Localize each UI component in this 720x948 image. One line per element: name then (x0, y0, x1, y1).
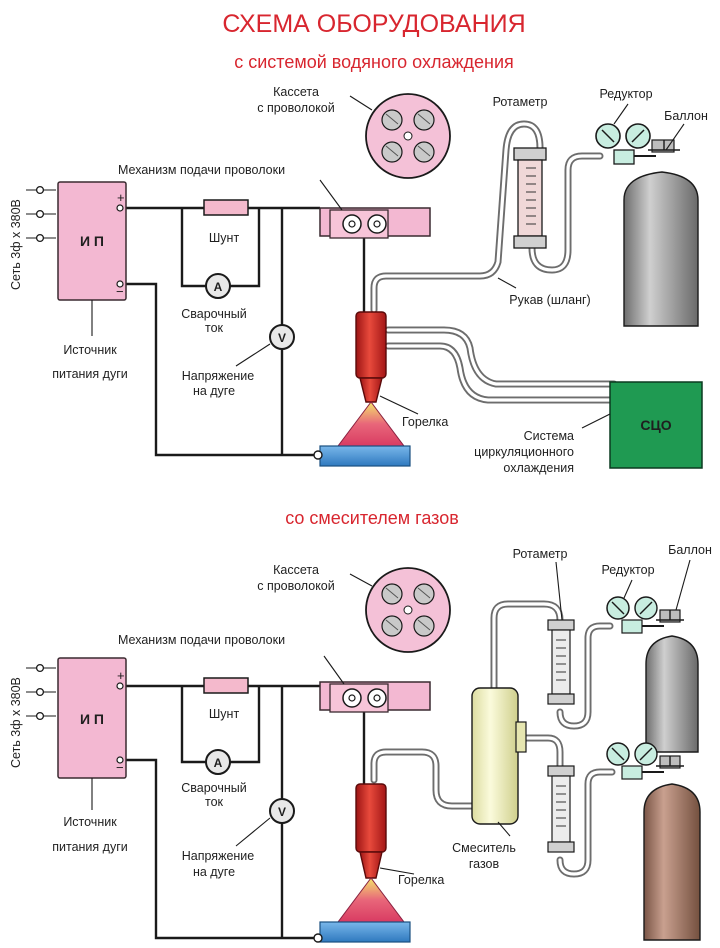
bottom-reducer-2 (606, 742, 664, 780)
top-cooling-unit-label: СЦО (640, 417, 671, 433)
bottom-mains-terminals (35, 663, 45, 721)
top-cooling-caption-2: циркуляционного (474, 445, 574, 459)
top-voltmeter (269, 324, 295, 350)
bottom-reducer-1 (606, 596, 664, 634)
top-cooling-hose (384, 326, 618, 404)
bottom-current-label-2: ток (205, 795, 224, 809)
bottom-mains-label: Сеть 3ф х 380В (9, 677, 23, 768)
top-ammeter-symbol: A (214, 280, 223, 294)
top-power-caption-2: питания дуги (52, 367, 128, 381)
bottom-cassette-label-2: с проволокой (257, 579, 335, 593)
top-torch-label: Горелка (402, 415, 448, 429)
top-cooling-caption-3: охлаждения (503, 461, 574, 475)
bottom-arc (337, 877, 405, 923)
bottom-diagram: Сеть 3ф х 380В И П + − Источник питания … (9, 543, 712, 943)
top-rotameter (513, 147, 547, 249)
top-feeder-label: Механизм подачи проволоки (118, 163, 285, 177)
top-welding-torch (355, 311, 387, 403)
top-power-caption-1: Источник (63, 343, 117, 357)
top-voltage-label-1: Напряжение (182, 369, 255, 383)
bottom-ammeter (205, 749, 231, 775)
top-power-supply-label: И П (80, 233, 104, 249)
top-minus-terminal: − (116, 284, 124, 299)
top-cylinder-label: Баллон (664, 109, 708, 123)
top-voltage-label-2: на дуге (193, 384, 235, 398)
top-cylinder (623, 139, 699, 327)
diagram-subtitle: с системой водяного охлаждения (234, 52, 514, 72)
bottom-cylinder-label: Баллон (668, 543, 712, 557)
top-mains-terminals (35, 185, 45, 243)
diagram-title: СХЕМА ОБОРУДОВАНИЯ (222, 10, 525, 38)
bottom-power-supply-label: И П (80, 711, 104, 727)
top-diagram: Сеть 3ф х 380В И П + − Источник питания … (9, 85, 708, 475)
top-current-label-2: ток (205, 321, 224, 335)
bottom-rotameter-2 (547, 765, 575, 853)
bottom-voltmeter-symbol: V (278, 805, 286, 819)
bottom-rotameter-label: Ротаметр (513, 547, 568, 561)
top-shunt (203, 199, 249, 216)
top-voltmeter-symbol: V (278, 331, 286, 345)
bottom-mixer-label-1: Смеситель (452, 841, 516, 855)
bottom-ammeter-symbol: A (214, 756, 223, 770)
section2-title: со смесителем газов (285, 508, 459, 528)
top-cassette-label-1: Кассета (273, 85, 319, 99)
bottom-cassette-label-1: Кассета (273, 563, 319, 577)
top-reducer (595, 123, 656, 165)
bottom-gas-mixer (471, 687, 527, 825)
bottom-minus-terminal: − (116, 760, 124, 775)
top-gas-hose (370, 120, 604, 314)
bottom-voltage-label-1: Напряжение (182, 849, 255, 863)
bottom-feeder-label: Механизм подачи проволоки (118, 633, 285, 647)
top-workpiece (319, 445, 411, 467)
bottom-shunt (203, 677, 249, 694)
bottom-current-label-1: Сварочный (181, 781, 247, 795)
bottom-voltmeter (269, 798, 295, 824)
top-plus-terminal: + (117, 190, 125, 205)
top-reducer-label: Редуктор (599, 87, 652, 101)
bottom-mixer-label-2: газов (469, 857, 500, 871)
bottom-welding-torch (355, 783, 387, 879)
bottom-plus-terminal: + (117, 668, 125, 683)
bottom-wire-cassette (365, 567, 451, 653)
top-shunt-label: Шунт (209, 231, 240, 245)
top-cooling-caption-1: Система (524, 429, 574, 443)
bottom-reducer-label: Редуктор (601, 563, 654, 577)
bottom-power-caption-1: Источник (63, 815, 117, 829)
top-wire-cassette (365, 93, 451, 179)
bottom-gas-hoses (370, 600, 616, 878)
bottom-shunt-label: Шунт (209, 707, 240, 721)
top-rotameter-label: Ротаметр (493, 95, 548, 109)
top-ammeter (205, 273, 231, 299)
bottom-cylinder-1 (645, 609, 699, 753)
top-cassette-label-2: с проволокой (257, 101, 335, 115)
bottom-voltage-label-2: на дуге (193, 865, 235, 879)
top-hose-label: Рукав (шланг) (509, 293, 590, 307)
top-arc (337, 401, 405, 447)
bottom-rotameter-1 (547, 619, 575, 705)
bottom-torch-label: Горелка (398, 873, 444, 887)
bottom-workpiece (319, 921, 411, 943)
top-mains-label: Сеть 3ф х 380В (9, 199, 23, 290)
bottom-power-caption-2: питания дуги (52, 840, 128, 854)
top-current-label-1: Сварочный (181, 307, 247, 321)
bottom-cylinder-2 (643, 755, 701, 941)
top-cooling-unit (609, 381, 703, 469)
